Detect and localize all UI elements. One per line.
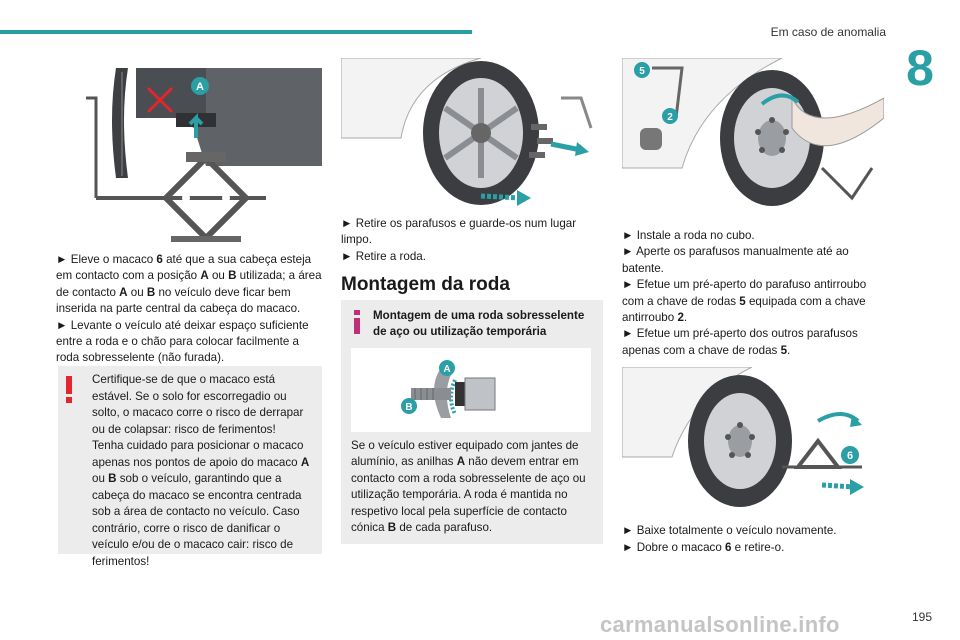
bold-ref: B [146,285,156,299]
column1-steps: ► Eleve o macaco 6 até que a sua cabeça … [56,252,322,367]
bold-ref: 5 [780,343,788,357]
bullet-arrow-icon: ► [56,318,68,332]
label-2: 2 [667,112,673,123]
bold-ref: 2 [677,311,684,325]
bullet-arrow-icon: ► [622,245,634,259]
bold-ref: A [300,455,310,469]
bold-ref: A [119,285,128,299]
chapter-tab: 8 [894,34,960,104]
column-2: ► Retire os parafusos e guarde-os num lu… [341,58,607,265]
wheel-bolt-illustration: A B [351,348,591,432]
step-item: ► Eleve o macaco 6 até que a sua cabeça … [56,253,322,316]
bullet-arrow-icon: ► [622,524,634,538]
bold-ref: B [108,472,117,485]
section-heading: Montagem da roda [341,274,510,295]
step-item: ► Efetue um pré-aperto do parafuso antir… [622,278,867,325]
step-item: ► Levante o veículo até deixar espaço su… [56,318,309,365]
step-item: ► Dobre o macaco 6 e retire-o. [622,540,785,554]
bold-ref: 5 [739,294,746,308]
wheel-removal-illustration [341,58,607,208]
warning-panel: Certifique-se de que o macaco está estáv… [58,366,322,568]
chapter-number: 8 [906,40,934,96]
step-item: ► Baixe totalmente o veículo novamente. [622,524,837,538]
bullet-arrow-icon: ► [341,217,353,230]
column-1: A ► Eleve o macaco 6 até que a sua cabeç… [56,58,322,367]
exclamation-icon [66,376,72,403]
wheel-mounting-illustration: 5 2 [622,58,884,208]
label-a: A [196,81,204,93]
step-item: ► Retire a roda. [341,249,426,263]
label-5: 5 [639,66,645,77]
bullet-arrow-icon: ► [56,253,68,266]
page-number: 195 [911,610,932,624]
bold-ref: 6 [725,540,732,554]
bullet-arrow-icon: ► [341,249,353,263]
bold-ref: B [387,521,397,535]
lowering-vehicle-illustration: 6 [622,367,884,516]
bold-ref: B [228,269,237,283]
watermark: carmanualsonline.info [600,612,840,637]
bullet-arrow-icon: ► [622,278,634,292]
header-rule [0,30,472,34]
section-title: Em caso de anomalia [770,25,886,39]
bold-ref: A [200,269,209,283]
label-b: B [405,402,412,413]
step-item: ► Aperte os parafusos manualmente até ao… [622,245,849,275]
info-icon [354,310,360,334]
bold-ref: A [456,455,466,469]
info-title: Montagem de uma roda sobresselente de aç… [373,309,585,339]
warning-text: Certifique-se de que o macaco está estáv… [92,373,310,568]
column-3: 5 2 ► Instale a roda no cubo. ► Aperte os… [622,58,888,556]
label-6: 6 [847,450,853,462]
info-panel: Montagem de uma roda sobresselente de aç… [341,300,603,544]
step-item: ► Instale a roda no cubo. [622,229,755,242]
step-item: ► Efetue um pré-aperto dos outros parafu… [622,327,858,357]
column3-steps: ► Instale a roda no cubo. ► Aperte os par… [622,228,888,359]
step-item: ► Retire os parafusos e guarde-os num lu… [341,217,577,247]
bold-ref: 6 [156,253,163,266]
column2-steps: ► Retire os parafusos e guarde-os num lu… [341,216,607,265]
bullet-arrow-icon: ► [622,229,634,242]
column3-steps-2: ► Baixe totalmente o veículo novamente.►… [622,523,888,556]
info-text: Se o veículo estiver equipado com jantes… [351,439,586,535]
bullet-arrow-icon: ► [622,327,634,341]
jack-under-vehicle-illustration: A [56,58,322,246]
label-a: A [443,364,450,375]
bullet-arrow-icon: ► [622,540,634,554]
